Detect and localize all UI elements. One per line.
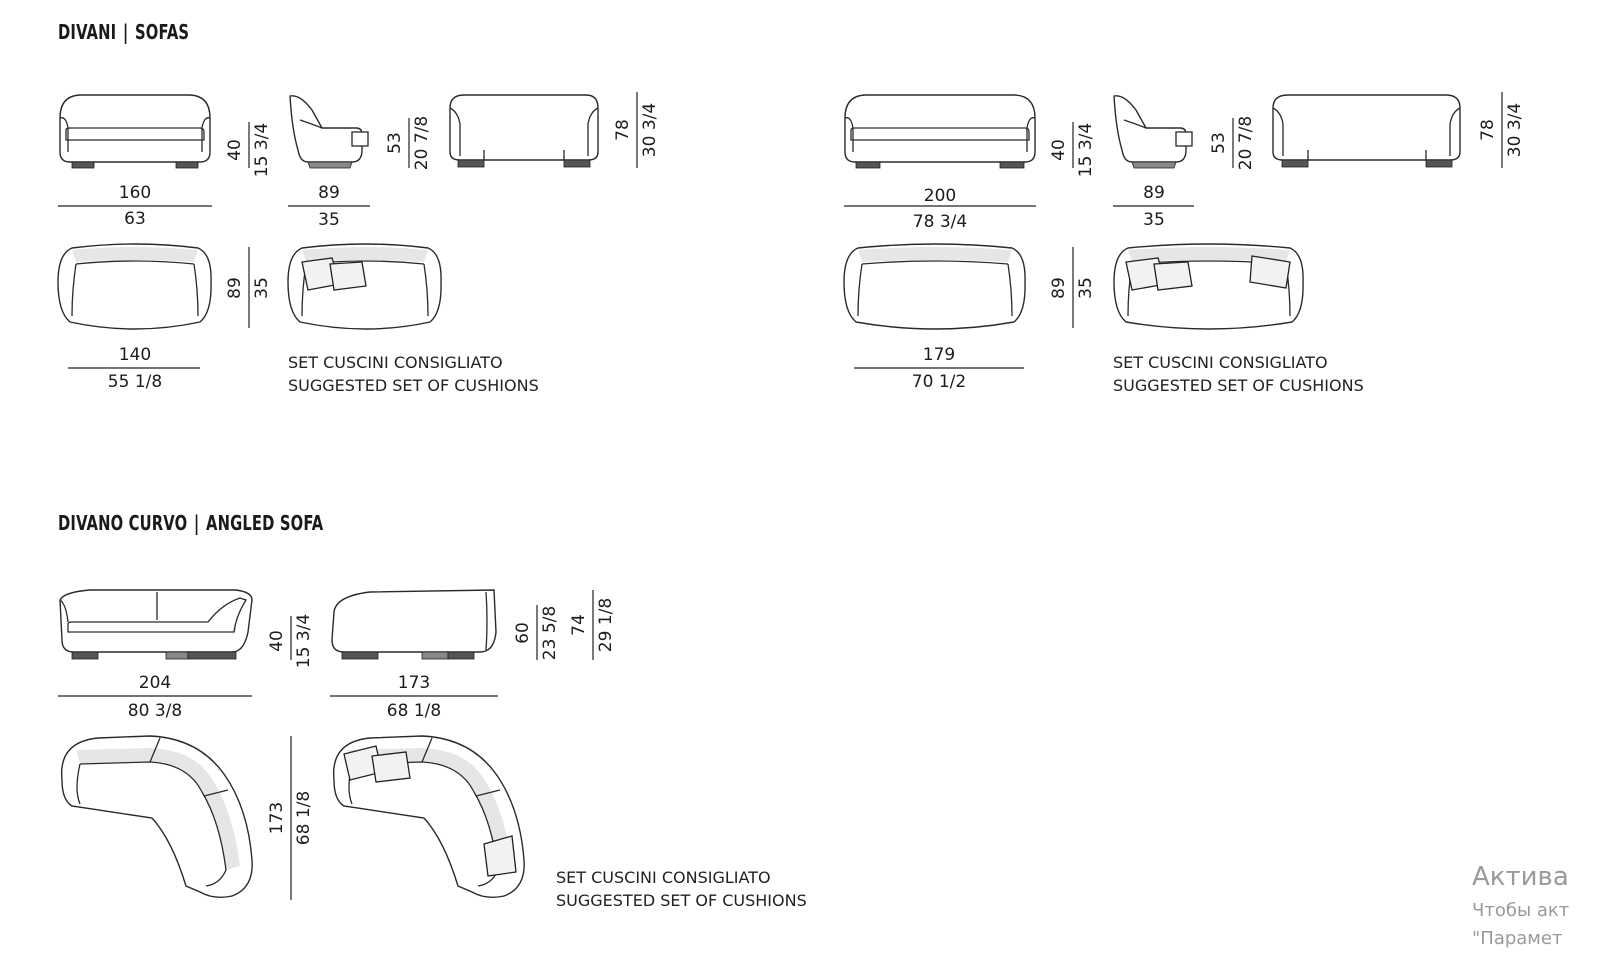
dim-front-width-cm: 204 [139, 673, 171, 693]
sofa-200-back-view [1272, 94, 1461, 168]
dim-width-cm: 200 [924, 186, 956, 206]
angled-sofa-cushion-set-view [332, 735, 525, 899]
activation-watermark-line: Чтобы акт [1472, 900, 1570, 921]
sofa-200-cushion-set-view [1113, 243, 1304, 330]
cushion-icon [371, 751, 411, 783]
dim-seat-height-cm: 53 [1209, 132, 1229, 154]
cushion-note-english: SUGGESTED SET OF CUSHIONS [556, 891, 807, 910]
dim-front-width-in: 80 3/8 [128, 701, 182, 721]
dim-back-height-cm: 78 [1478, 119, 1498, 141]
dim-height-in: 15 3/4 [252, 123, 272, 177]
activation-watermark-title: Актива [1472, 862, 1569, 892]
sofa-160-plan-view [57, 243, 212, 330]
dim-height-cm: 40 [225, 139, 245, 161]
cushion-icon [1153, 261, 1193, 291]
dim-plan-width-in: 55 1/8 [108, 372, 162, 392]
dim-back-height-in: 30 3/4 [640, 103, 660, 157]
angled-sofa-side-view [331, 589, 497, 660]
dim-side-depth-cm: 89 [318, 183, 340, 203]
cushion-icon [329, 261, 367, 291]
section-title-sofas: DIVANI|SOFAS [58, 20, 189, 44]
dim-plan-depth-cm: 173 [267, 802, 287, 834]
dim-side-depth-in: 35 [318, 210, 340, 230]
sofa-200-side-view [1113, 95, 1193, 169]
dim-plan-depth-in: 35 [252, 277, 272, 299]
angled-sofa-plan-view [60, 735, 253, 899]
dim-height-cm: 40 [267, 630, 287, 652]
section-title-angled-sofa: DIVANO CURVO|ANGLED SOFA [58, 511, 323, 535]
dim-back-height-in: 30 3/4 [1505, 103, 1525, 157]
dim-height-in: 15 3/4 [1076, 123, 1096, 177]
dim-plan-width-cm: 179 [923, 345, 955, 365]
dim-side-width-cm: 173 [398, 673, 430, 693]
dim-seat-height-cm: 53 [385, 132, 405, 154]
sofa-160-side-view [289, 95, 369, 169]
cushion-note-english: SUGGESTED SET OF CUSHIONS [288, 376, 539, 395]
dim-plan-depth-in: 35 [1076, 277, 1096, 299]
dim-back-height-cm: 74 [569, 614, 589, 636]
dim-seat-height-in: 23 5/8 [540, 606, 560, 660]
dim-height-cm: 40 [1049, 139, 1069, 161]
sofa-200-plan-view [843, 243, 1026, 330]
cushion-icon [483, 835, 517, 877]
dim-side-width-in: 68 1/8 [387, 701, 441, 721]
activation-watermark-line: "Парамет [1472, 928, 1563, 949]
title-separator: | [122, 20, 129, 44]
sofa-200-front-view [844, 94, 1036, 169]
dim-side-depth-cm: 89 [1143, 183, 1165, 203]
cushion-note-english: SUGGESTED SET OF CUSHIONS [1113, 376, 1364, 395]
dim-width-cm: 160 [119, 183, 151, 203]
sofa-160-cushion-set-view [287, 243, 442, 330]
sofa-160-back-view [449, 94, 599, 168]
angled-sofa-front-view [59, 589, 253, 660]
dim-plan-width-cm: 140 [119, 345, 151, 365]
dim-plan-width-in: 70 1/2 [912, 372, 966, 392]
sofa-160-front-view [59, 94, 211, 169]
cushion-note-italian: SET CUSCINI CONSIGLIATO [288, 353, 503, 372]
dim-back-height-in: 29 1/8 [596, 598, 616, 652]
dim-seat-height-in: 20 7/8 [412, 116, 432, 170]
dim-back-height-cm: 78 [613, 119, 633, 141]
title-italian: DIVANI [58, 20, 117, 44]
dim-plan-depth-cm: 89 [1049, 277, 1069, 299]
dim-width-in: 63 [124, 209, 146, 229]
cushion-icon [1249, 255, 1291, 289]
title-english: ANGLED SOFA [205, 511, 324, 535]
dim-plan-depth-in: 68 1/8 [294, 791, 314, 845]
title-english: SOFAS [134, 20, 190, 44]
dim-width-in: 78 3/4 [913, 212, 967, 232]
cushion-note-italian: SET CUSCINI CONSIGLIATO [556, 868, 771, 887]
title-separator: | [193, 511, 200, 535]
dim-side-depth-in: 35 [1143, 210, 1165, 230]
dim-height-in: 15 3/4 [294, 614, 314, 668]
dim-seat-height-cm: 60 [513, 622, 533, 644]
title-italian: DIVANO CURVO [58, 511, 188, 535]
dim-seat-height-in: 20 7/8 [1236, 116, 1256, 170]
cushion-note-italian: SET CUSCINI CONSIGLIATO [1113, 353, 1328, 372]
dim-plan-depth-cm: 89 [225, 277, 245, 299]
